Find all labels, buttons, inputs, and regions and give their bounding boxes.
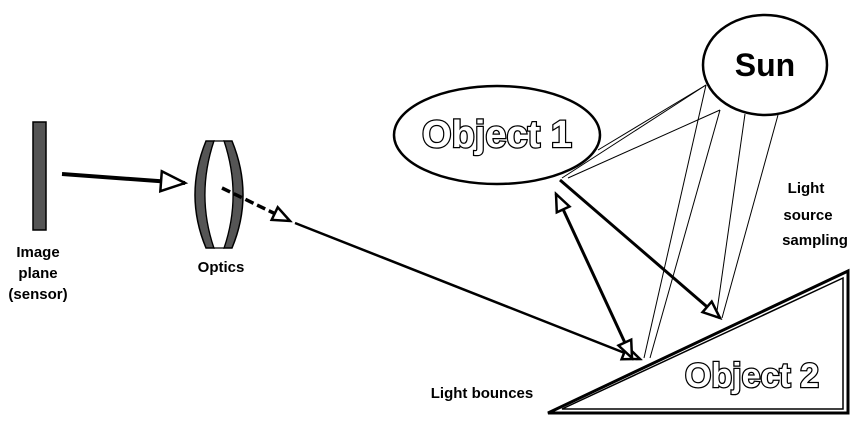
camera-ray-arrow	[294, 221, 640, 359]
sun-shape	[701, 13, 829, 117]
object2-shape	[547, 268, 850, 415]
sensor-to-optics-arrow	[61, 169, 189, 194]
bounce-arrow-object2-object1	[556, 194, 632, 358]
image-plane-label-line2: plane	[18, 265, 57, 282]
object1-shape	[392, 84, 602, 186]
optics-label: Optics	[198, 259, 245, 276]
light-source-label-line3: sampling	[782, 232, 848, 249]
object2-label: Object 2	[685, 357, 819, 395]
sun-label: Sun	[735, 47, 795, 83]
light-bounces-label: Light bounces	[431, 385, 534, 402]
image-plane-bar	[32, 121, 47, 231]
bounce-arrow-object1-object2	[559, 178, 720, 318]
light-source-label-line2: source	[783, 207, 832, 224]
light-sampling-rays	[561, 84, 779, 359]
object1-label: Object 1	[422, 114, 572, 156]
image-plane-label-line3: (sensor)	[8, 286, 67, 303]
image-plane-label-line1: Image	[16, 244, 59, 261]
light-source-label-line1: Light	[788, 180, 825, 197]
